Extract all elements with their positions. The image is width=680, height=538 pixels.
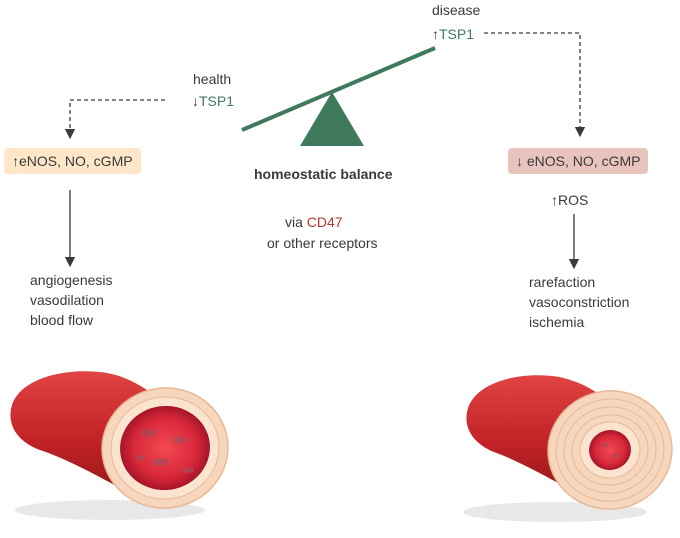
seesaw-beam: [241, 46, 436, 132]
list-item: blood flow: [30, 312, 94, 328]
list-item: ischemia: [529, 314, 585, 330]
health-dashed-arrow: [64, 99, 165, 140]
health-tsp1-level: ↓TSP1: [192, 91, 234, 111]
via-cd47-text: via CD47: [285, 212, 343, 232]
via-label: via: [285, 214, 303, 230]
tsp1-label: TSP1: [199, 93, 235, 109]
right-outcomes-list: rarefaction vasoconstriction ischemia: [529, 272, 629, 332]
cd47-label: CD47: [306, 214, 343, 230]
left-enos-box: ↑eNOS, NO, cGMP: [4, 148, 141, 174]
disease-label: disease: [432, 2, 481, 18]
health-label: health: [193, 71, 232, 87]
homeostatic-balance-label: homeostatic balance: [254, 166, 393, 182]
ros-label: ↑ROS: [551, 192, 589, 208]
list-item: rarefaction: [529, 274, 596, 290]
disease-tsp1-level: ↑TSP1: [432, 24, 474, 44]
diseased-vessel-illustration: [463, 375, 673, 522]
list-item: angiogenesis: [30, 272, 113, 288]
list-item: vasoconstriction: [529, 294, 630, 310]
right-enos-box: ↓ eNOS, NO, cGMP: [508, 148, 649, 174]
list-item: vasodilation: [30, 292, 104, 308]
other-receptors-label: or other receptors: [267, 235, 378, 251]
down-arrow-icon: ↓: [192, 93, 199, 109]
seesaw-fulcrum: [300, 92, 364, 146]
up-arrow-icon: ↑: [432, 26, 439, 42]
tsp1-label: TSP1: [439, 26, 475, 42]
left-outcomes-list: angiogenesis vasodilation blood flow: [30, 270, 113, 330]
healthy-vessel-illustration: [10, 371, 229, 520]
disease-dashed-arrow: [484, 32, 586, 138]
